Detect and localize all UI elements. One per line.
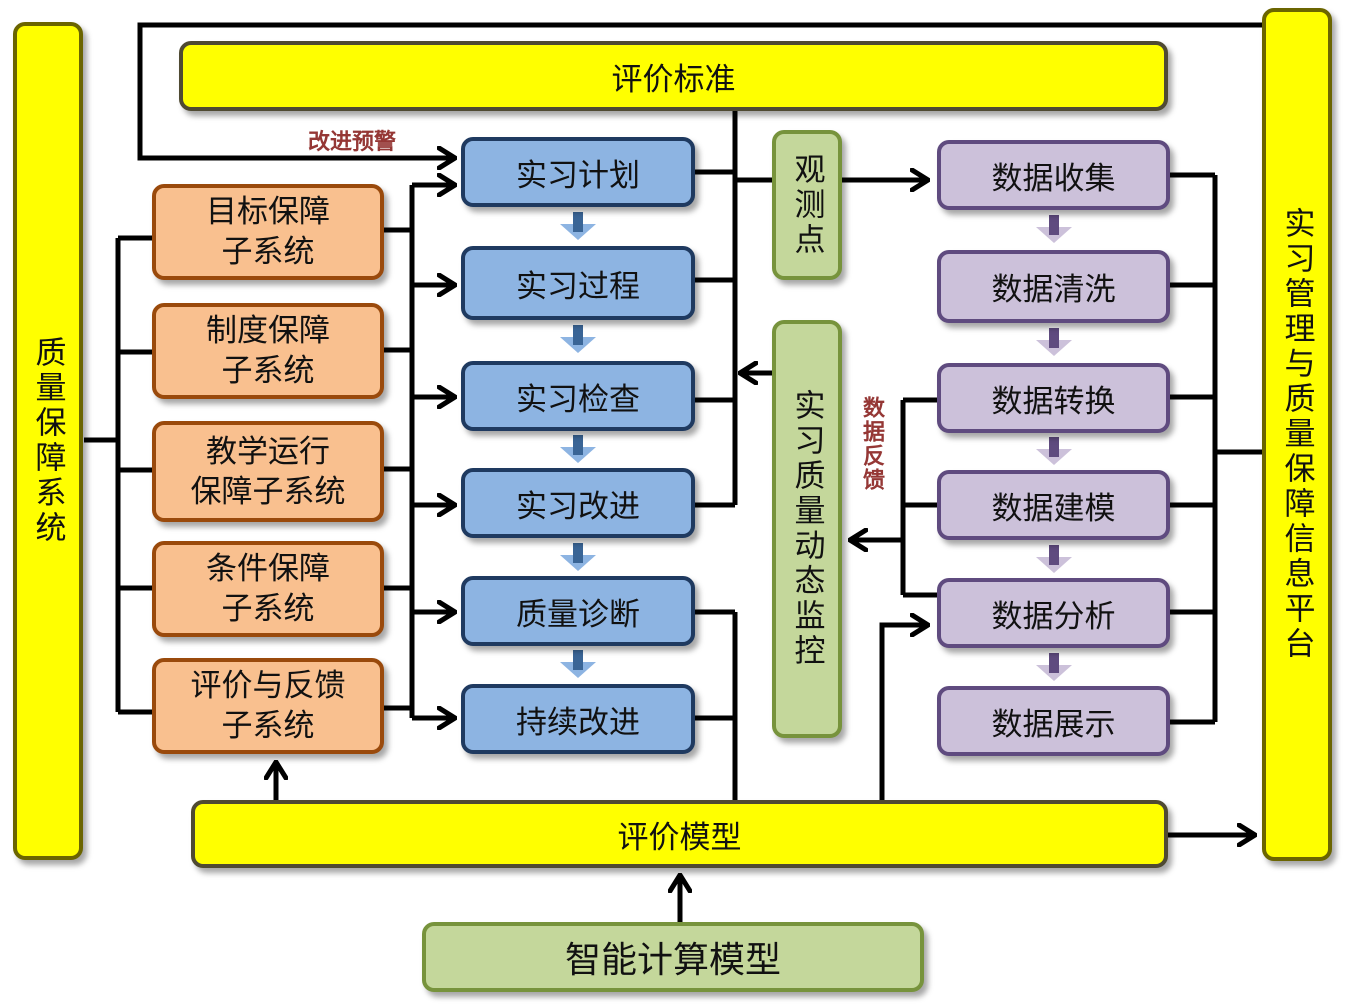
subsystem-label: 子系统 (221, 591, 315, 627)
warning-loop-line (137, 22, 1262, 158)
process-step-plan: 实习计划 (461, 137, 695, 207)
data-step-label: 数据清洗 (991, 272, 1116, 308)
subsystem-label: 目标保障 (206, 194, 330, 230)
process-step-process: 实习过程 (461, 246, 695, 320)
subsystem-institution: 制度保障 子系统 (152, 303, 384, 399)
process-step-inspection: 实习检查 (461, 361, 695, 431)
process-step-label: 实习改进 (516, 488, 640, 525)
subsystem-label: 保障子系统 (190, 473, 346, 510)
data-step-transformation: 数据转换 (937, 363, 1170, 433)
subsystem-teaching-operation: 教学运行 保障子系统 (152, 421, 384, 522)
process-step-label: 实习过程 (516, 268, 640, 305)
observation-point: 观测点 (772, 130, 842, 280)
data-step-label: 数据分析 (991, 598, 1116, 635)
subsystem-label: 条件保障 (206, 551, 330, 587)
quality-monitoring-label: 实习质量动态监控 (788, 389, 825, 669)
subsystem-label: 子系统 (221, 353, 315, 389)
info-platform: 实习管理与质量保障信息平台 (1262, 8, 1332, 861)
quality-monitoring: 实习质量动态监控 (772, 320, 842, 738)
data-step-label: 数据转换 (991, 383, 1116, 420)
data-step-analysis: 数据分析 (937, 578, 1170, 648)
data-step-display: 数据展示 (937, 686, 1170, 756)
data-step-label: 数据收集 (991, 160, 1116, 197)
process-flow-arrows (560, 212, 596, 678)
data-feedback-label: 数据反馈 (859, 396, 884, 492)
data-step-label: 数据建模 (991, 490, 1116, 527)
subsystem-goal: 目标保障 子系统 (152, 184, 384, 280)
intelligent-computing-model-label: 智能计算模型 (564, 940, 781, 981)
subsystem-label: 子系统 (221, 234, 315, 270)
process-step-label: 实习检查 (516, 381, 640, 418)
data-step-collection: 数据收集 (937, 140, 1170, 210)
data-step-label: 数据展示 (991, 706, 1116, 743)
process-step-improvement: 实习改进 (461, 468, 695, 538)
evaluation-model-label: 评价模型 (617, 819, 742, 856)
data-step-cleaning: 数据清洗 (937, 250, 1170, 323)
evaluation-model-bar: 评价模型 (191, 800, 1168, 868)
data-step-modeling: 数据建模 (937, 470, 1170, 540)
improvement-warning-label: 改进预警 (308, 130, 397, 155)
observation-point-label: 观测点 (788, 152, 825, 258)
info-platform-label: 实习管理与质量保障信息平台 (1278, 207, 1315, 662)
subsystem-label: 制度保障 (206, 313, 330, 349)
subsystem-evaluation-feedback: 评价与反馈 子系统 (152, 658, 384, 754)
process-step-diagnosis: 质量诊断 (461, 576, 695, 646)
process-step-label: 质量诊断 (516, 596, 640, 633)
data-flow-arrows (1036, 215, 1072, 681)
subsystem-conditions: 条件保障 子系统 (152, 541, 384, 637)
subsystem-label: 教学运行 (206, 433, 330, 470)
process-step-label: 实习计划 (516, 157, 640, 194)
subsystem-label: 子系统 (221, 708, 315, 744)
evaluation-standard-label: 评价标准 (611, 61, 736, 98)
quality-assurance-system: 质量保障系统 (13, 22, 83, 860)
process-step-label: 持续改进 (516, 704, 640, 741)
quality-assurance-system-label: 质量保障系统 (29, 336, 66, 546)
process-step-continuous-improvement: 持续改进 (461, 684, 695, 754)
evaluation-standard-bar: 评价标准 (179, 41, 1168, 111)
subsystem-label: 评价与反馈 (190, 668, 346, 704)
intelligent-computing-model: 智能计算模型 (422, 922, 924, 992)
